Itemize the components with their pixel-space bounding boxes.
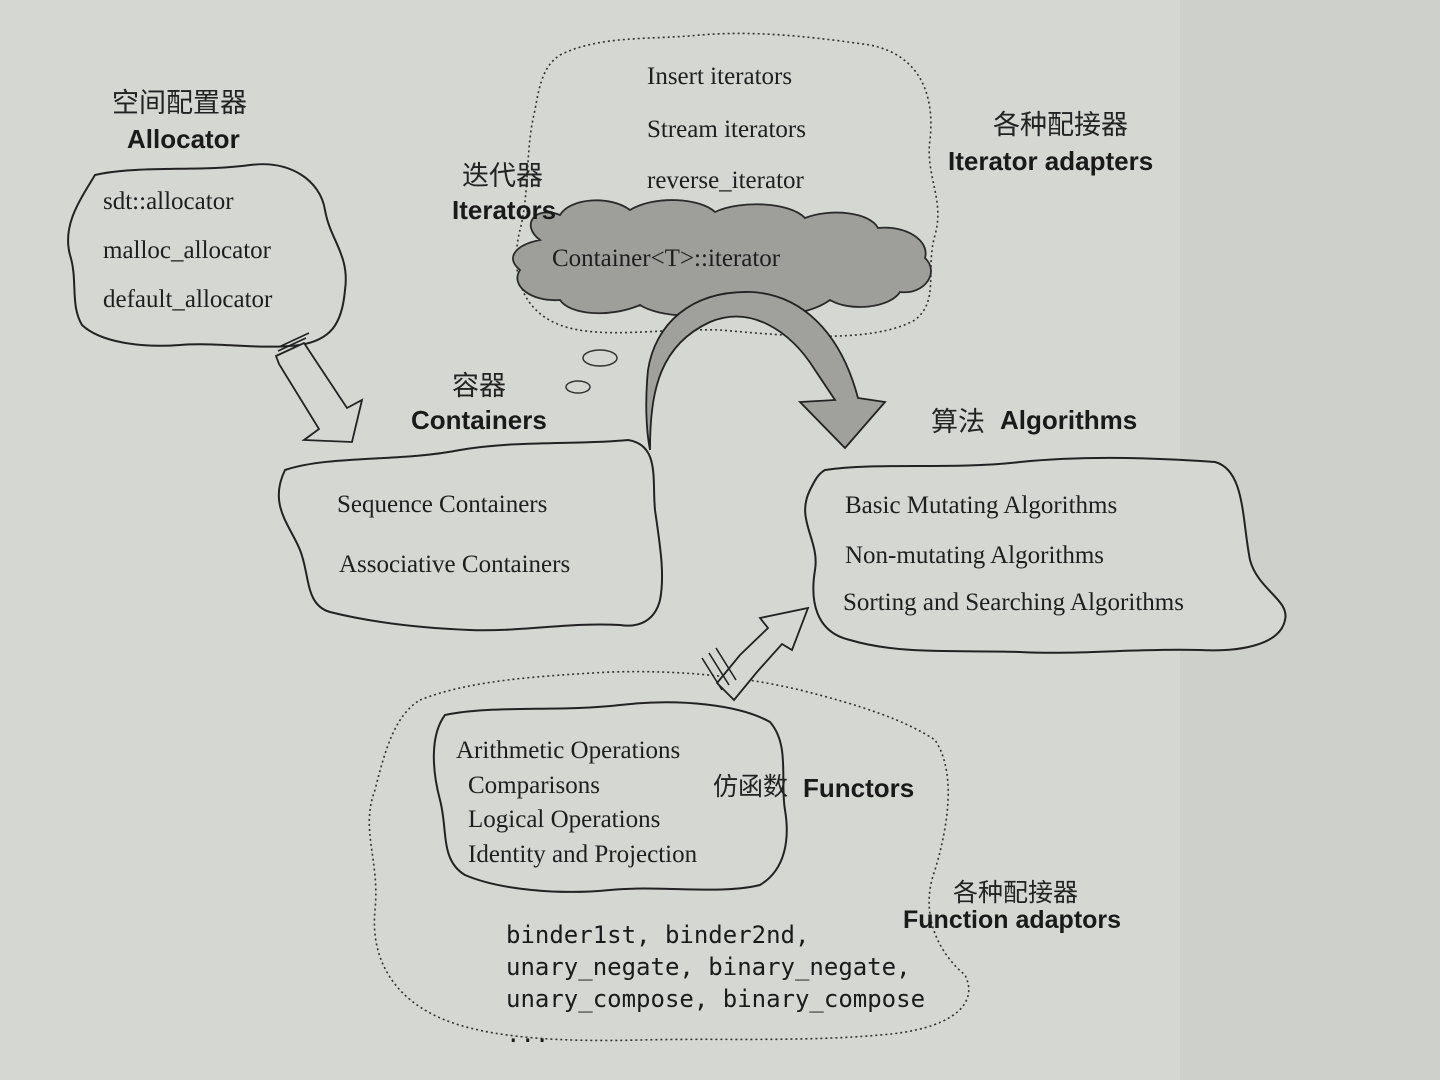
function-adaptors-cloud <box>368 670 970 1042</box>
iterator-adapters-en-label: Iterator adapters <box>948 146 1154 176</box>
functors-item: Arithmetic Operations <box>456 737 681 764</box>
thought-bubble <box>582 349 618 367</box>
functors-item: Identity and Projection <box>468 841 698 868</box>
allocator-to-containers-arrow <box>274 332 364 443</box>
algorithms-item: Non-mutating Algorithms <box>845 542 1105 569</box>
functors-en-label: Functors <box>803 773 915 803</box>
function-adaptors-line: binder1st, binder2nd, <box>506 921 810 949</box>
algorithms-cn-label: 算法 <box>931 407 985 438</box>
functors-cn-label: 仿函数 <box>713 772 789 801</box>
functors-to-algorithms-arrow <box>701 606 810 702</box>
containers-item: Associative Containers <box>339 551 571 578</box>
functors-cloud <box>432 701 788 893</box>
containers-cloud <box>277 438 664 632</box>
allocator-cn-label: 空间配置器 <box>112 88 247 119</box>
allocator-en-label: Allocator <box>127 124 240 154</box>
algorithms-item: Sorting and Searching Algorithms <box>843 589 1184 616</box>
containers-en-label: Containers <box>411 405 547 435</box>
algorithms-en-label: Algorithms <box>1000 405 1138 435</box>
algorithms-item: Basic Mutating Algorithms <box>845 492 1118 519</box>
allocator-item: malloc_allocator <box>103 237 271 264</box>
allocator-item: default_allocator <box>103 286 273 313</box>
iterator-adapters-cn-label: 各种配接器 <box>993 110 1128 141</box>
function-adaptors-line: ... <box>506 1020 550 1048</box>
function-adaptors-en-label: Function adaptors <box>903 906 1122 934</box>
algorithms-cloud <box>804 456 1287 654</box>
function-adaptors-cn-label: 各种配接器 <box>953 878 1079 907</box>
allocator-item: sdt::allocator <box>103 188 234 215</box>
iterators-cn-label: 迭代器 <box>462 161 543 192</box>
thought-bubble <box>565 380 591 394</box>
iterators-en-label: Iterators <box>452 195 557 225</box>
containers-to-algorithms-arrow <box>645 291 887 451</box>
functors-item: Logical Operations <box>468 806 661 833</box>
iterators-core-label: Container<T>::iterator <box>552 245 781 272</box>
function-adaptors-line: unary_negate, binary_negate, <box>506 953 911 981</box>
iterator-adapter-item: Insert iterators <box>647 63 793 90</box>
iterator-adapter-item: Stream iterators <box>647 116 806 143</box>
containers-cn-label: 容器 <box>452 371 506 402</box>
function-adaptors-line: unary_compose, binary_compose <box>506 985 926 1013</box>
functors-item: Comparisons <box>468 772 600 799</box>
containers-item: Sequence Containers <box>337 491 548 518</box>
iterators-cloud <box>512 199 932 317</box>
iterator-adapter-item: reverse_iterator <box>647 167 804 194</box>
